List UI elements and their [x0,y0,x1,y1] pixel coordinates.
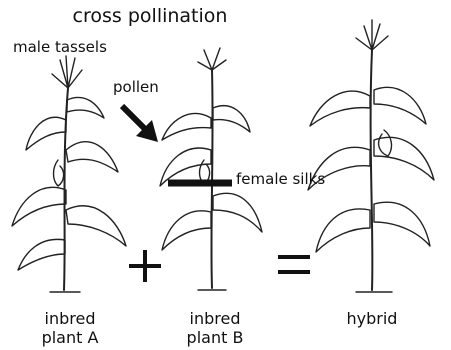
diagram-title: cross pollination [0,5,300,27]
pollen-arrow-shaft [122,106,147,131]
plant-a-caption-line1: inbred [20,309,120,328]
pollen-label: pollen [113,78,159,96]
equals-sign [278,257,310,272]
plant-b-caption-line2: plant B [165,328,265,347]
male-tassels-label: male tassels [13,38,107,56]
plant-b-caption-line1: inbred [165,309,265,328]
hybrid-caption-line1: hybrid [322,309,422,328]
plant-a-illustration [12,56,126,292]
plant-b-caption: inbred plant B [165,309,265,347]
hybrid-plant-illustration [308,20,434,292]
plant-a-caption-line2: plant A [20,328,120,347]
plant-b-illustration [160,48,262,290]
hybrid-caption: hybrid [322,309,422,328]
female-silks-label: female silks [236,170,325,188]
plus-sign [129,250,161,282]
plant-a-caption: inbred plant A [20,309,120,347]
